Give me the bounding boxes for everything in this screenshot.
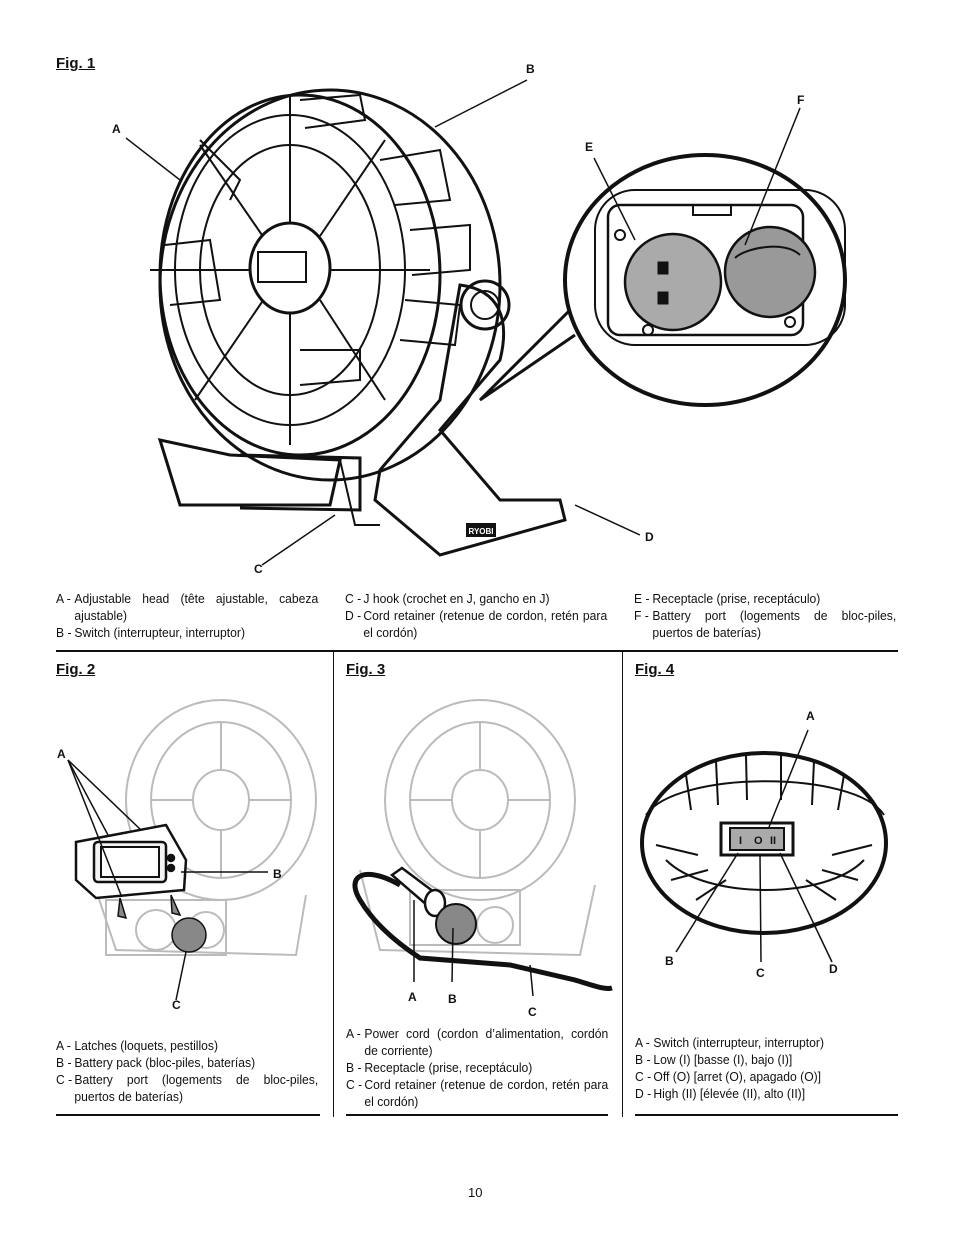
- fig3-cord-illustration: [352, 699, 613, 997]
- fig1-legend-col2: C -J hook (crochet en J, gancho en J) D …: [345, 590, 607, 641]
- fig4-callout-b: B: [665, 954, 674, 968]
- legend-item: A -Adjustable head (tête ajustable, cabe…: [56, 591, 319, 623]
- fig4-bottom-rule: [635, 1114, 898, 1116]
- switch-low-glyph: I: [739, 835, 742, 847]
- divider-fig2-fig3: [333, 652, 334, 1117]
- legend-item: D -Cord retainer (retenue de cordon, ret…: [345, 608, 608, 640]
- fig3-callout-a: A: [408, 990, 417, 1004]
- fig1-legend-col3: E -Receptacle (prise, receptáculo) F -Ba…: [634, 590, 896, 641]
- fig3-legend: A -Power cord (cordon d’alimentation, co…: [346, 1025, 608, 1110]
- legend-item: A -Switch (interrupteur, interruptor): [635, 1035, 825, 1050]
- fig2-bottom-rule: [56, 1114, 320, 1116]
- legend-item: F -Battery port (logements de bloc-piles…: [634, 608, 897, 640]
- fig4-title: Fig. 4: [635, 661, 675, 678]
- legend-item: B -Switch (interrupteur, interruptor): [56, 625, 246, 640]
- legend-item: C -J hook (crochet en J, gancho en J): [345, 591, 550, 606]
- legend-item: A -Latches (loquets, pestillos): [56, 1038, 219, 1053]
- fig2-callout-c: C: [172, 998, 181, 1012]
- fig1-fan-illustration: RYOBI: [125, 79, 847, 566]
- switch-high-glyph: II: [770, 835, 776, 847]
- fig1-callout-a: A: [112, 122, 121, 136]
- legend-item: D -High (II) [élevée (II), alto (II)]: [635, 1086, 806, 1101]
- fig4-legend: A -Switch (interrupteur, interruptor) B …: [635, 1034, 897, 1102]
- divider-fig3-fig4: [622, 652, 623, 1117]
- fig1-callout-b: B: [526, 62, 535, 76]
- fig1-callout-d: D: [645, 530, 654, 544]
- fig4-callout-c: C: [756, 966, 765, 980]
- fig1-bottom-rule: [56, 650, 898, 652]
- fig1-callout-f: F: [797, 93, 805, 107]
- fig2-battery-illustration: [67, 699, 317, 1001]
- fig4-callout-a: A: [806, 709, 815, 723]
- fig3-bottom-rule: [346, 1114, 608, 1116]
- fig4-switch-illustration: I O II: [640, 729, 888, 963]
- fig4-callout-d: D: [829, 962, 838, 976]
- page-number: 10: [468, 1185, 483, 1200]
- fig2-callout-b: B: [273, 867, 282, 881]
- fig2-legend: A -Latches (loquets, pestillos) B -Batte…: [56, 1037, 318, 1105]
- legend-item: C -Off (O) [arret (O), apagado (O)]: [635, 1069, 822, 1084]
- legend-item: C -Battery port (logements de bloc-piles…: [56, 1072, 319, 1104]
- legend-item: B -Battery pack (bloc-piles, baterías): [56, 1055, 256, 1070]
- legend-item: B -Low (I) [basse (I), bajo (I)]: [635, 1052, 793, 1067]
- legend-item: A -Power cord (cordon d’alimentation, co…: [346, 1026, 609, 1058]
- brand-badge: RYOBI: [468, 527, 493, 536]
- fig2-title: Fig. 2: [56, 661, 96, 678]
- fig3-callout-b: B: [448, 992, 457, 1006]
- legend-item: E -Receptacle (prise, receptáculo): [634, 591, 821, 606]
- switch-off-glyph: O: [754, 835, 763, 847]
- fig1-legend-col1: A -Adjustable head (tête ajustable, cabe…: [56, 590, 318, 641]
- fig3-title: Fig. 3: [346, 661, 386, 678]
- fig3-callout-c: C: [528, 1005, 537, 1019]
- fig2-callout-a: A: [57, 747, 66, 761]
- fig1-callout-c: C: [254, 562, 263, 576]
- fig1-callout-e: E: [585, 140, 594, 154]
- fig1-title: Fig. 1: [56, 55, 96, 72]
- legend-item: B -Receptacle (prise, receptáculo): [346, 1060, 533, 1075]
- legend-item: C -Cord retainer (retenue de cordon, ret…: [346, 1077, 609, 1109]
